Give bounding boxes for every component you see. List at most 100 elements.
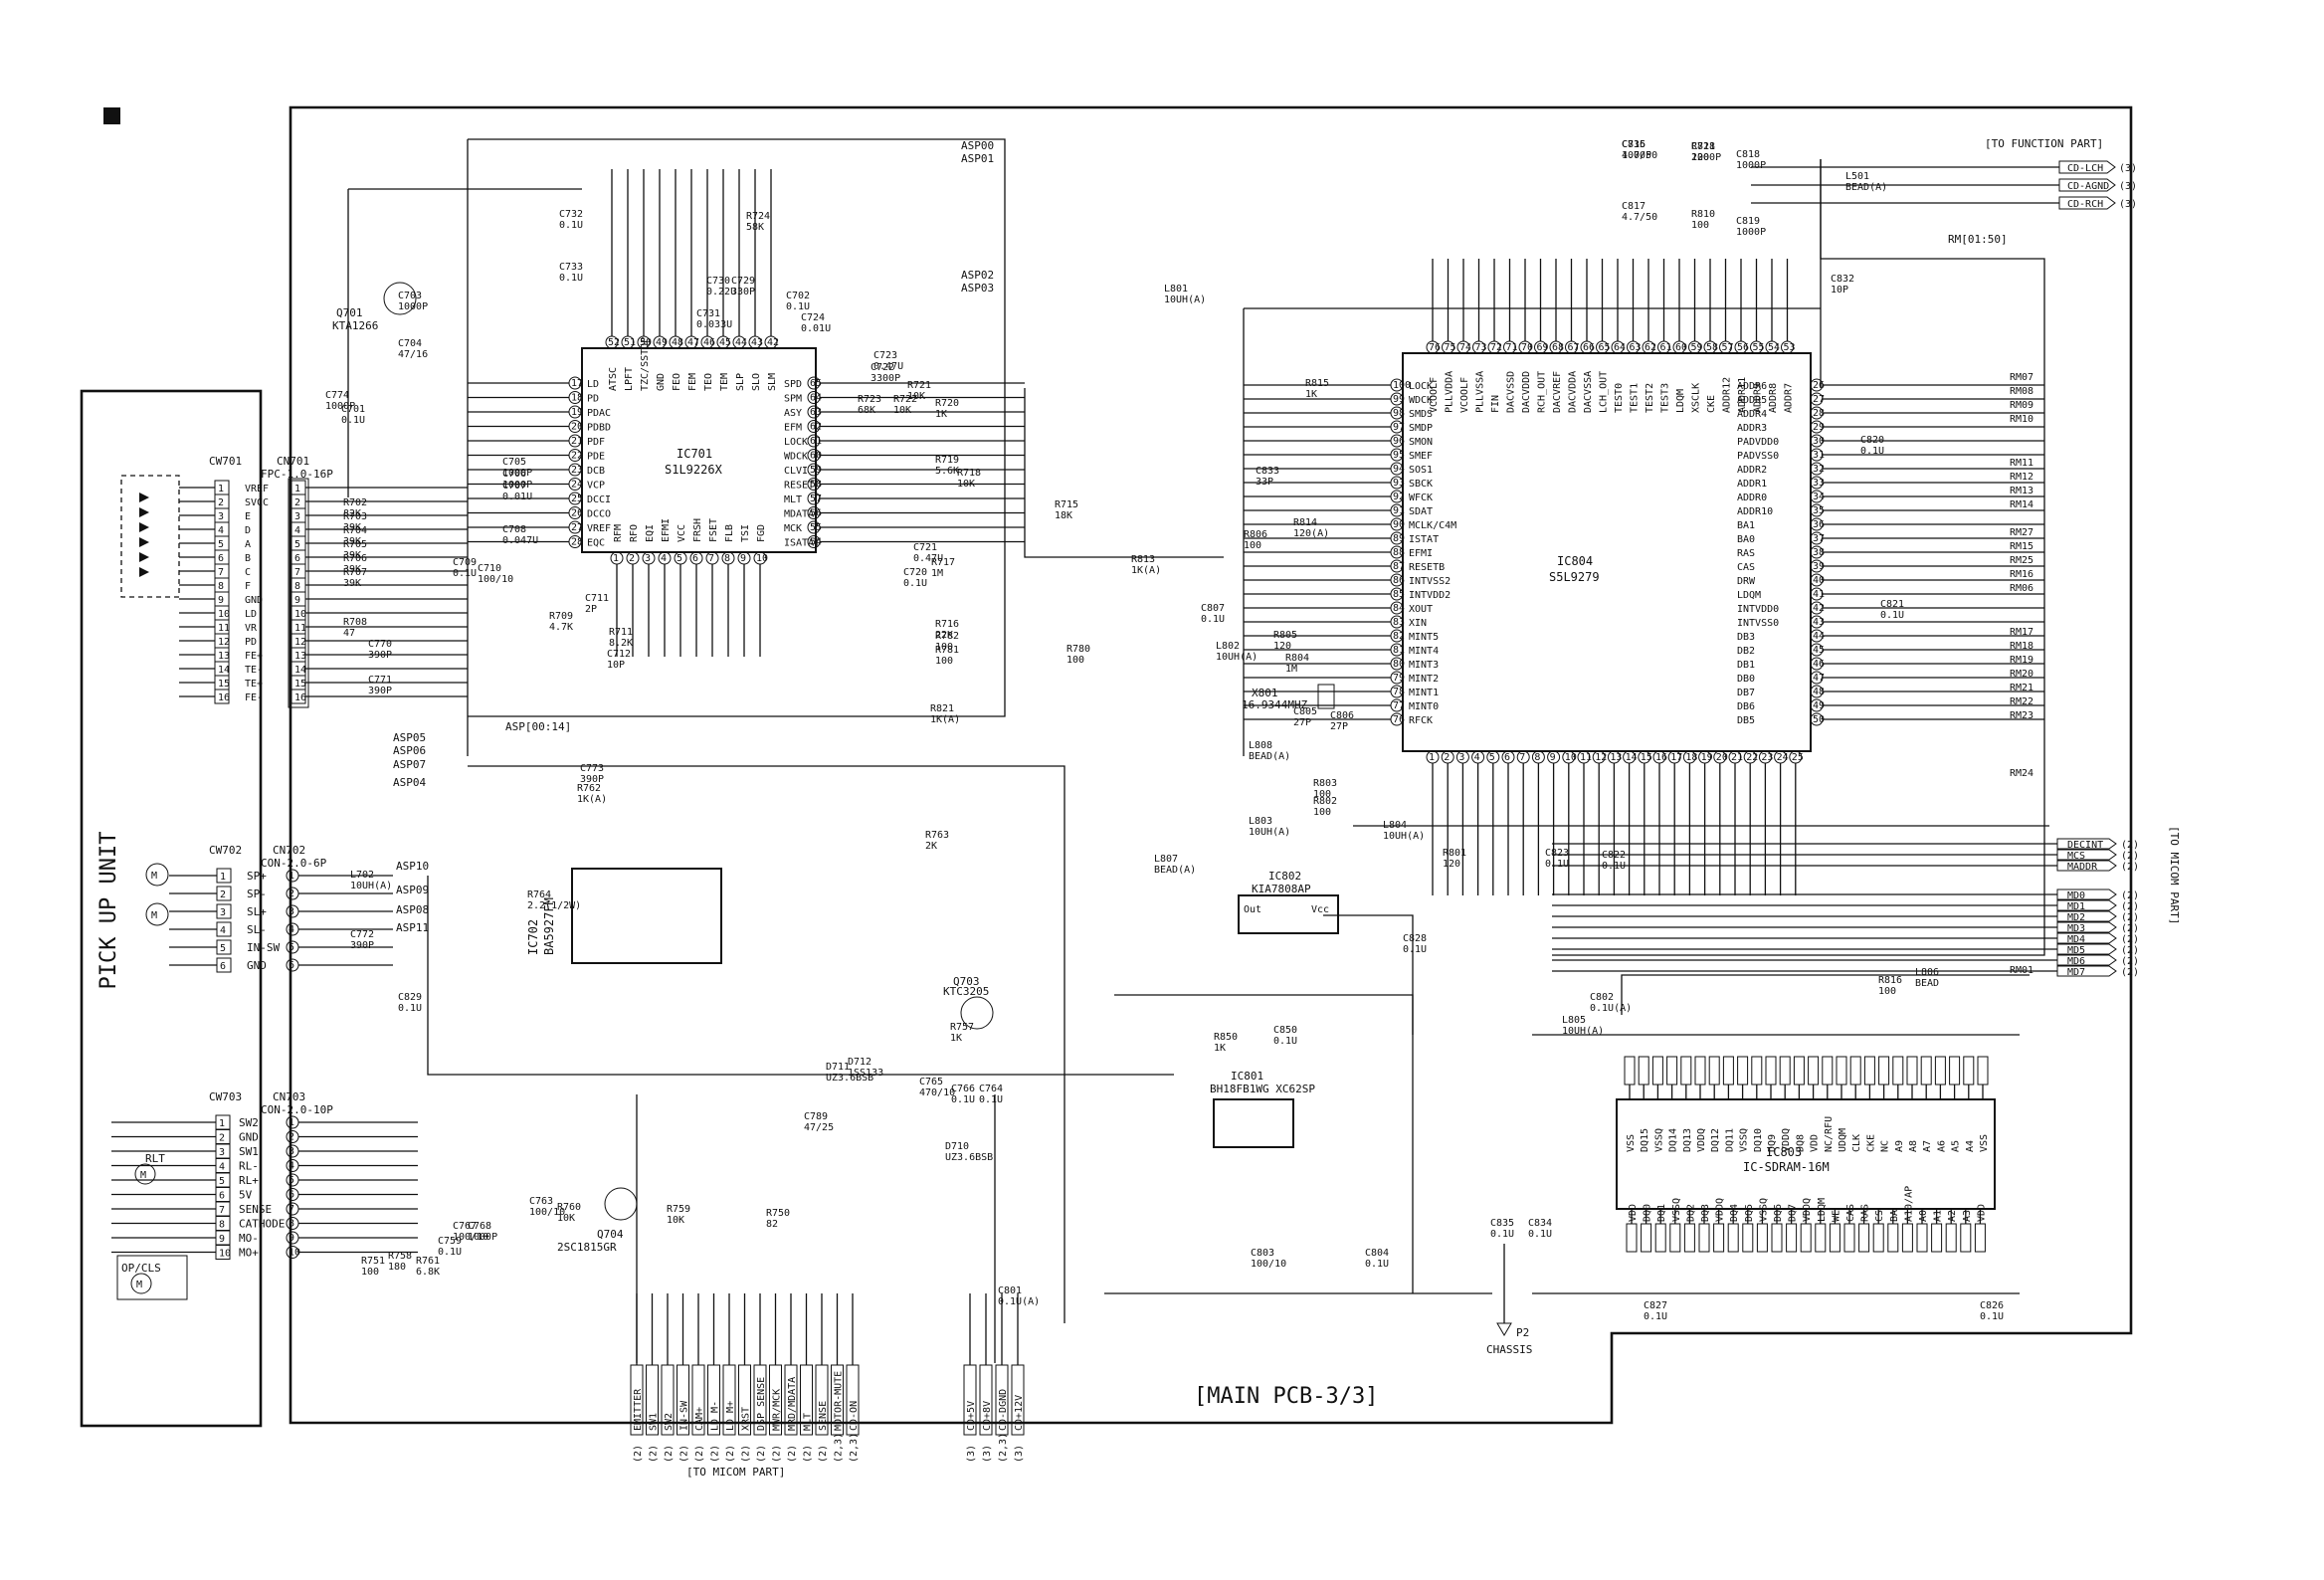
rm-label-RM14: RM14	[2010, 499, 2034, 510]
component-ref-R709: R709	[549, 611, 573, 622]
ic804-lpin-num: 93	[1393, 478, 1405, 489]
ic803-tpin-label: DQ8	[1795, 1134, 1806, 1152]
ic804-bpin-num: 15	[1641, 752, 1652, 763]
ic803-ref: IC803	[1766, 1145, 1802, 1159]
component-value-C789: 47/25	[804, 1122, 834, 1133]
cn701-pin-3-num: 3	[294, 511, 300, 522]
cw701-pin-15-num: 15	[218, 679, 230, 690]
component-value-R811: 100	[1691, 152, 1709, 163]
ic701-rpin-label: SPM	[784, 394, 802, 405]
ic803-tpin-label: A9	[1894, 1140, 1905, 1152]
ic804-tpin-label: TEST3	[1660, 383, 1671, 413]
component-ref-R813: R813	[1131, 554, 1155, 565]
cw702-pin-6-num: 6	[220, 961, 226, 972]
component-value-C720: 0.1U	[903, 578, 927, 589]
bottom-a-page-5: (2)	[710, 1445, 721, 1463]
component-value-L806: BEAD	[1915, 978, 1939, 989]
component-value-C850: 0.1U	[1273, 1036, 1297, 1047]
opcls-box	[116, 1255, 188, 1300]
ic804-rpin-label: DRW	[1737, 576, 1756, 587]
component-value-C821: 0.1U	[1880, 610, 1904, 621]
component-value-C816: 4.7/50	[1622, 150, 1657, 161]
component-ref-R821: R821	[930, 703, 954, 714]
ic803-tpin	[1906, 1056, 1918, 1086]
bottom-b-signal-0: CD+5V	[966, 1401, 977, 1431]
ic804-lpin-num: 96	[1393, 436, 1405, 447]
q704-part: 2SC1815GR	[557, 1241, 617, 1254]
q704-symbol	[604, 1187, 638, 1221]
rm-label-RM24: RM24	[2010, 768, 2034, 779]
component-value-R751: 100	[361, 1267, 379, 1278]
ic701-lpin-label: DCCO	[587, 509, 611, 520]
wire-network	[347, 138, 2049, 1363]
cw701-pin-7-num: 7	[218, 567, 224, 578]
function-output-2: CD-RCH	[2067, 199, 2103, 210]
ic701-bpin-label: RFM	[613, 524, 624, 542]
ic804-rpin-num: 36	[1813, 519, 1825, 530]
component-ref-R750: R750	[766, 1208, 790, 1219]
micom-tag	[2056, 943, 2117, 955]
component-value-C832: 10P	[1831, 285, 1848, 296]
component-ref-C823: C823	[1545, 848, 1569, 859]
cn701-label: CN701	[277, 455, 309, 468]
opcls-label: OP/CLS	[121, 1262, 161, 1275]
pickup-unit-label: PICK UP UNIT	[97, 832, 121, 990]
ic804-rpin-num: 29	[1813, 422, 1825, 433]
micom-signal-7: MD4	[2067, 934, 2085, 945]
cn701-pin-2-num: 2	[294, 497, 300, 508]
ic701-tpin-num: 43	[751, 337, 763, 348]
cw701-pin-6-num: 6	[218, 553, 224, 564]
ic803-bpin	[1626, 1223, 1638, 1253]
ic701-bpin-label: EQI	[645, 524, 656, 542]
cw701-pin-label-6: B	[245, 553, 251, 564]
ic804-rpin-num: 31	[1813, 450, 1825, 461]
cn703-pin-9-num: 9	[289, 1233, 294, 1244]
rm-label-RM27: RM27	[2010, 527, 2034, 538]
ic803-tpin	[1751, 1056, 1763, 1086]
bottom-b-page-1: (3)	[982, 1445, 993, 1463]
bus-label-ASP03: ASP03	[961, 282, 994, 295]
cn701-pin-8-num: 8	[294, 581, 300, 592]
rlt-label: RLT	[145, 1152, 165, 1165]
component-value-R721: 10K	[907, 391, 925, 402]
ic803-bpin	[1756, 1223, 1768, 1253]
ic701-tpin-label: SLM	[767, 373, 778, 391]
cw702-pin-5-num: 5	[220, 943, 226, 954]
photodiode-icon	[139, 522, 149, 532]
component-value-C765: 470/10	[919, 1087, 955, 1098]
component-value-C764: 0.1U	[979, 1094, 1003, 1105]
bus-label-ASP02: ASP02	[961, 269, 994, 282]
component-ref-C805: C805	[1293, 706, 1317, 717]
ic804-bpin-num: 5	[1489, 752, 1495, 763]
cw701-pin-9-num: 9	[218, 595, 224, 606]
component-ref-C723: C723	[873, 350, 897, 361]
ic804-tpin-label: VCOOLF	[1459, 377, 1470, 413]
component-ref-C818: C818	[1736, 149, 1760, 160]
bottom-a-signal-6: LD_M+	[725, 1401, 736, 1431]
ic804-tpin-num: 64	[1614, 342, 1626, 353]
cn703-pin-1-num: 1	[289, 1117, 294, 1128]
ic803-bpin	[1742, 1223, 1754, 1253]
component-value-C735: 1000P	[1622, 150, 1651, 161]
component-value-R758: 180	[388, 1262, 406, 1273]
ic701-lpin-label: VCP	[587, 481, 605, 492]
component-ref-C767: C767	[453, 1221, 477, 1232]
rm-label-RM01: RM01	[2010, 965, 2034, 976]
ic803-bpin-label: DQ1	[1656, 1204, 1667, 1222]
ic803-tpin-label: DQ9	[1767, 1134, 1778, 1152]
asp-bus-right	[468, 765, 1065, 1323]
ic803-tpin-label: DQ12	[1710, 1128, 1721, 1152]
ic803-bpin	[1727, 1223, 1739, 1253]
ic701-bpin-label: FLB	[724, 524, 735, 542]
ic803-tpin	[1863, 1056, 1875, 1086]
ic804-tpin-num: 63	[1630, 342, 1642, 353]
ic803-tpin-label: VDD	[1810, 1134, 1821, 1152]
ic804-rpin-label: DB2	[1737, 646, 1755, 657]
ic804-lpin-label: WFCK	[1409, 493, 1433, 503]
function-output-tag	[2058, 196, 2116, 210]
ic701-tpin-label: LPFT	[624, 367, 635, 391]
ic804-rpin-label: DB0	[1737, 674, 1755, 685]
ic804-rpin-num: 33	[1813, 478, 1825, 489]
